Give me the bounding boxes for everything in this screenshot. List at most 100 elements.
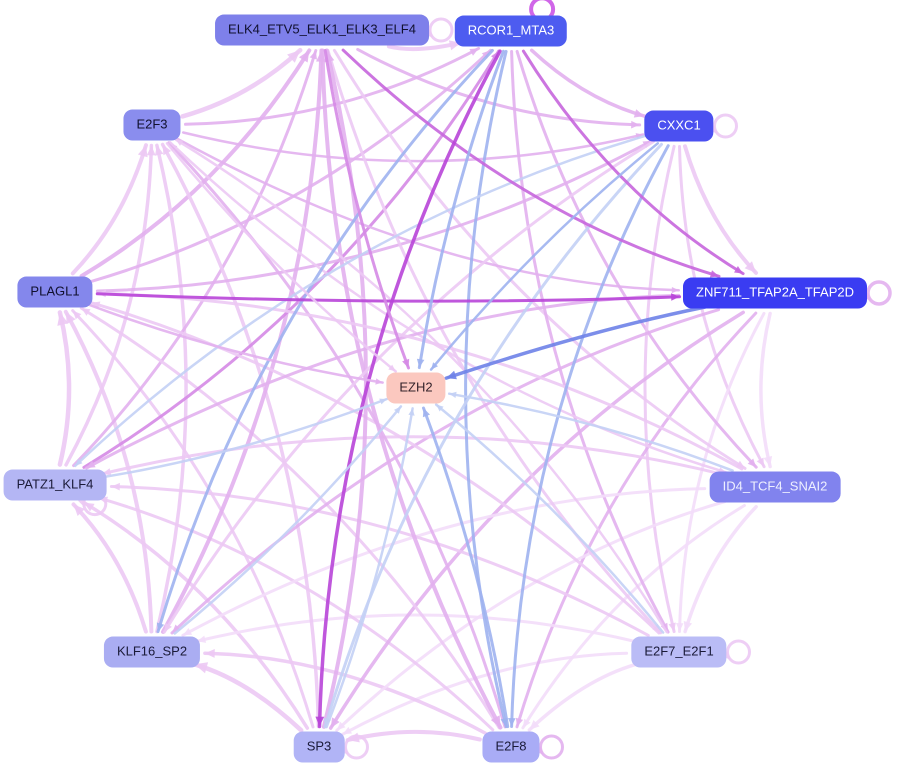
node-sp3[interactable]: SP3: [293, 731, 345, 763]
edge-patz1-elk4: [72, 49, 318, 468]
arrowhead-znf711-klf16: [172, 624, 181, 633]
edge-e2f8-ezh2: [422, 406, 510, 729]
edge-e2f7-klf16: [195, 613, 636, 643]
edge-cxxc1-sp3: [323, 142, 663, 729]
arrowhead-plagl1-ezh2: [375, 378, 383, 385]
arrowhead-e2f7-sp3: [342, 726, 352, 735]
edge-rcor1-sp3: [317, 49, 502, 729]
arrowhead-sp3-plagl1: [72, 310, 82, 320]
self-loop-cxxc1: [713, 113, 738, 139]
node-patz1[interactable]: PATZ1_KLF4: [3, 469, 107, 501]
edge-znf711-id4: [759, 311, 772, 469]
edge-e2f3-znf711: [175, 137, 681, 292]
arrowhead-e2f8-ezh2: [422, 408, 430, 418]
arrowhead-elk4-ezh2: [402, 358, 410, 368]
edge-klf16-ezh2: [173, 405, 403, 635]
edge-elk4-e2f7: [326, 49, 663, 635]
arrowhead-sp3-klf16: [194, 662, 209, 674]
edge-plagl1-ezh2: [87, 303, 384, 384]
arrowhead-znf711-e2f7: [676, 623, 684, 632]
arrowhead-cxxc1-e2f8: [508, 718, 516, 727]
arrowhead-elk4-e2f8: [490, 715, 501, 728]
arrowhead-rcor1-cxxc1: [633, 109, 645, 118]
node-id4[interactable]: ID4_TCF4_SNAI2: [709, 471, 841, 503]
node-e2f7[interactable]: E2F7_E2F1: [631, 636, 727, 668]
edge-znf711-e2f8: [515, 311, 758, 729]
edge-e2f3-ezh2: [165, 142, 397, 373]
node-elk4[interactable]: ELK4_ETV5_ELK1_ELK3_ELF4: [215, 14, 429, 46]
node-znf711[interactable]: ZNF711_TFAP2A_TFAP2D: [683, 277, 867, 309]
arrowhead-rcor1-ezh2: [416, 358, 425, 368]
edge-cxxc1-e2f8: [510, 144, 670, 728]
edge-rcor1-id4: [515, 49, 758, 469]
self-loop-arrow-cxxc1: [709, 125, 718, 134]
edge-e2f8-plagl1: [79, 306, 501, 730]
edge-cxxc1-klf16: [162, 140, 655, 634]
arrowhead-e2f7-e2f8: [529, 720, 540, 730]
arrowhead-id4-e2f7: [683, 621, 693, 632]
arrowhead-klf16-patz1: [73, 504, 85, 516]
arrowhead-id4-sp3: [336, 721, 346, 731]
node-cxxc1[interactable]: CXXC1: [644, 110, 714, 142]
arrowhead-e2f7-e2f3: [175, 139, 184, 146]
edge-znf711-sp3: [328, 310, 745, 730]
edge-cxxc1-znf711: [683, 144, 758, 275]
arrowhead-e2f3-elk4: [287, 50, 301, 63]
edge-e2f7-ezh2: [434, 403, 665, 634]
arrowhead-klf16-ezh2: [394, 406, 401, 414]
edge-e2f8-sp3: [345, 729, 482, 743]
edge-e2f7-patz1: [109, 485, 650, 637]
self-loop-elk4: [428, 17, 454, 43]
arrowhead-znf711-patz1: [86, 460, 96, 468]
node-e2f8[interactable]: E2F8: [482, 731, 540, 763]
arrowhead-id4-klf16: [182, 628, 193, 636]
edge-elk4-id4: [332, 48, 747, 470]
arrowhead-e2f8-e2f3: [168, 142, 178, 152]
node-e2f3[interactable]: E2F3: [123, 109, 181, 141]
edge-plagl1-znf711: [95, 292, 682, 303]
edge-id4-ezh2: [447, 392, 734, 472]
edge-e2f8-e2f3: [167, 141, 507, 729]
arrowhead-plagl1-e2f3: [137, 145, 148, 158]
arrowhead-e2f7-ezh2: [436, 404, 444, 412]
edge-e2f3-elk4: [180, 47, 303, 119]
edge-elk4-e2f8: [320, 48, 503, 730]
arrowhead-rcor1-id4: [747, 458, 757, 468]
edge-patz1-plagl1: [57, 310, 72, 467]
arrowhead-klf16-e2f3: [154, 145, 164, 156]
edge-e2f3-cxxc1: [181, 131, 645, 163]
node-rcor1[interactable]: RCOR1_MTA3: [454, 15, 568, 47]
edge-e2f7-plagl1: [89, 301, 661, 635]
edge-plagl1-cxxc1: [95, 139, 654, 293]
arrowhead-sp3-e2f3: [162, 144, 172, 156]
edge-znf711-ezh2: [444, 305, 707, 380]
edge-id4-plagl1: [95, 291, 744, 471]
edge-patz1-ezh2: [105, 397, 389, 478]
arrowhead-sp3-ezh2: [408, 408, 415, 416]
edge-klf16-e2f3: [155, 143, 188, 634]
arrowhead-e2f7-patz1: [111, 482, 120, 491]
arrowhead-rcor1-klf16: [156, 622, 165, 632]
edge-id4-e2f7: [683, 505, 758, 634]
self-loop-e2f8: [539, 734, 564, 760]
edge-e2f7-e2f3: [174, 138, 669, 634]
node-klf16[interactable]: KLF16_SP2: [103, 636, 201, 668]
arrowhead-klf16-plagl1: [65, 311, 76, 325]
edge-rcor1-ezh2: [417, 49, 505, 370]
arrowhead-znf711-sp3: [330, 717, 340, 729]
arrowhead-e2f8-plagl1: [81, 308, 91, 316]
arrowhead-cxxc1-klf16: [164, 622, 172, 633]
arrowhead-cxxc1-patz1: [75, 458, 83, 466]
node-plagl1[interactable]: PLAGL1: [17, 276, 93, 308]
edge-patz1-e2f3: [64, 143, 154, 467]
arrowhead-plagl1-rcor1: [481, 50, 491, 59]
edge-elk4-znf711: [341, 48, 721, 278]
node-ezh2[interactable]: EZH2: [386, 372, 446, 404]
edge-klf16-plagl1: [63, 309, 154, 634]
edge-id4-klf16: [181, 487, 707, 637]
edge-rcor1-znf711: [521, 49, 745, 276]
edge-rcor1-e2f7: [510, 50, 670, 634]
arrowhead-patz1-ezh2: [379, 398, 387, 405]
arrowhead-e2f3-rcor1: [469, 48, 479, 56]
